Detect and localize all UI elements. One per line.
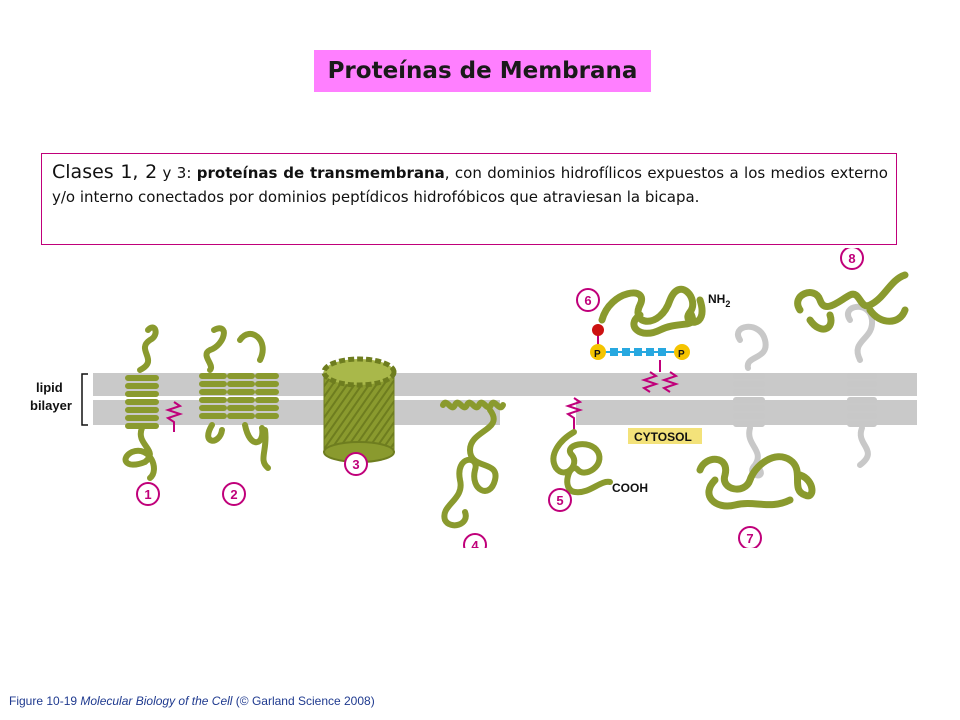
phosphate-left-label: P bbox=[594, 349, 601, 360]
caption-publisher: (© Garland Science 2008) bbox=[232, 694, 375, 708]
svg-text:5: 5 bbox=[556, 493, 563, 508]
cooh-label: COOH bbox=[612, 481, 648, 495]
figure-caption: Figure 10-19 Molecular Biology of the Ce… bbox=[9, 694, 375, 708]
protein-5-lipid-anchored bbox=[550, 429, 613, 496]
number-4-badge: 4 bbox=[463, 533, 487, 548]
lipid-anchor-5 bbox=[564, 397, 584, 432]
cytosol-badge bbox=[628, 428, 702, 444]
cytosol-label: CYTOSOL bbox=[634, 430, 692, 444]
gpi-head bbox=[592, 324, 604, 336]
bilayer-bracket bbox=[81, 373, 88, 426]
protein-8-grey-transmembrane bbox=[845, 303, 877, 468]
number-5-badge: 5 bbox=[548, 488, 572, 512]
description-colon: : bbox=[186, 164, 197, 182]
protein-1-single-pass bbox=[122, 324, 159, 481]
svg-text:4: 4 bbox=[471, 538, 479, 548]
svg-text:6: 6 bbox=[584, 293, 591, 308]
svg-text:1: 1 bbox=[144, 487, 151, 502]
description-y3: y 3 bbox=[157, 164, 187, 182]
svg-text:2: 2 bbox=[230, 487, 237, 502]
bilayer-label: bilayer bbox=[30, 398, 72, 413]
protein-8-green-domain bbox=[794, 271, 909, 333]
protein-4-amphipathic bbox=[440, 399, 506, 529]
caption-figure: Figure 10-19 bbox=[9, 694, 81, 708]
sugar-dots bbox=[610, 348, 666, 356]
membrane-protein-diagram: lipid bilayer COOH CYTOSOL bbox=[30, 248, 917, 548]
page-title: Proteínas de Membrana bbox=[327, 58, 638, 84]
number-2-badge: 2 bbox=[222, 482, 246, 506]
phosphate-left-icon bbox=[590, 344, 606, 360]
nh2-subscript: 2 bbox=[725, 299, 730, 309]
protein-2-multipass bbox=[199, 325, 279, 471]
lipid-anchor-1 bbox=[164, 401, 184, 432]
protein-6-gpi-anchored bbox=[598, 285, 706, 337]
svg-text:8: 8 bbox=[848, 251, 855, 266]
description-bold: proteínas de transmembrana bbox=[196, 164, 445, 182]
phosphate-right-icon bbox=[674, 344, 690, 360]
protein-7-green-domain bbox=[696, 453, 816, 510]
number-3-badge: 3 bbox=[344, 452, 368, 476]
description-classes: Clases 1, 2 bbox=[52, 161, 158, 183]
nh2-text: NH bbox=[708, 292, 725, 306]
protein-7-grey-transmembrane bbox=[733, 323, 769, 479]
description-rest: , con dominios hidrofílicos expuestos a … bbox=[52, 164, 888, 206]
title-box: Proteínas de Membrana bbox=[314, 50, 651, 92]
number-1-badge: 1 bbox=[136, 482, 160, 506]
description-box: Clases 1, 2 y 3: proteínas de transmembr… bbox=[41, 153, 897, 245]
svg-text:7: 7 bbox=[746, 531, 753, 546]
number-7-badge: 7 bbox=[738, 526, 762, 548]
number-8-badge: 8 bbox=[840, 248, 864, 270]
number-markers: 1 2 3 4 5 6 7 8 bbox=[136, 248, 864, 548]
nh2-label: NH2 bbox=[708, 292, 730, 309]
phosphate-right-label: P bbox=[678, 349, 685, 360]
lipid-label: lipid bbox=[36, 380, 63, 395]
number-6-badge: 6 bbox=[576, 288, 600, 312]
protein-3-beta-barrel bbox=[321, 356, 397, 463]
gpi-lipid-tails bbox=[640, 360, 680, 393]
caption-book: Molecular Biology of the Cell bbox=[80, 694, 233, 708]
svg-text:3: 3 bbox=[352, 457, 359, 472]
